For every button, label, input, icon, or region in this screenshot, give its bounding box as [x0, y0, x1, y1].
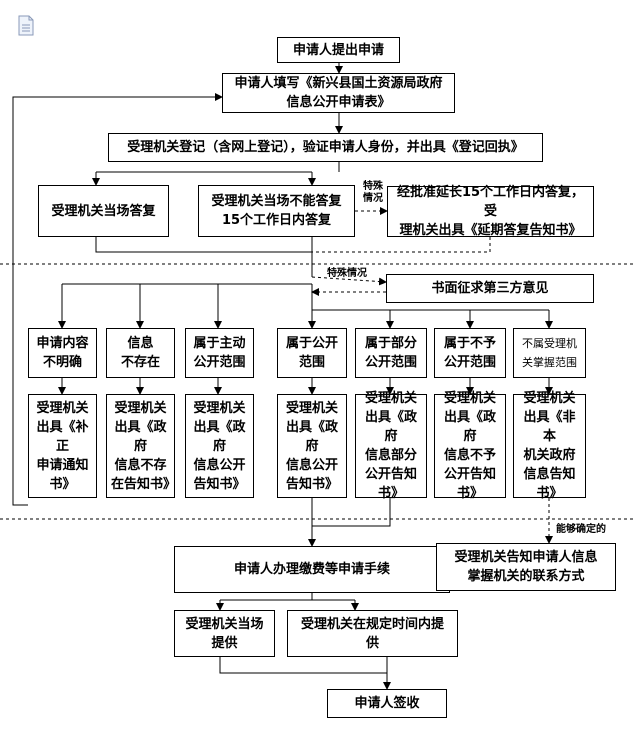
box-cat-unclear: 申请内容 不明确: [28, 328, 97, 378]
box-res-not-exist: 受理机关 出具《政府 信息不存 在告知书》: [106, 394, 176, 498]
box-res-not-open: 受理机关 出具《政府 信息不予 公开告知 书》: [434, 391, 506, 501]
box-cat-out-scope: 不属受理机 关掌握范围: [513, 328, 586, 378]
wire-partial-fee: [312, 498, 391, 527]
note-special-1: 特殊 情况: [363, 181, 383, 204]
box-cat-active: 属于主动 公开范围: [185, 328, 254, 378]
box-apply: 申请人提出申请: [277, 37, 400, 63]
box-cannot-onsite: 受理机关当场不能答复 15个工作日内答复: [198, 185, 355, 237]
box-fill-form: 申请人填写《新兴县国土资源局政府 信息公开申请表》: [222, 73, 455, 113]
box-cat-not-exist: 信息 不存在: [106, 328, 175, 378]
box-inform-contact: 受理机关告知申请人信息 掌握机关的联系方式: [436, 543, 616, 591]
box-provide-timely: 受理机关在规定时间内提 供: [287, 610, 458, 657]
box-cat-partial: 属于部分 公开范围: [355, 328, 427, 378]
note-special-2: 特殊情况: [327, 268, 367, 279]
box-extend: 经批准延长15个工作日内答复，受 理机关出具《延期答复告知书》: [387, 185, 594, 238]
box-sign: 申请人签收: [327, 689, 447, 718]
wire-extend-back: [312, 237, 491, 253]
document-icon: [18, 15, 34, 36]
box-third-party: 书面征求第三方意见: [386, 274, 594, 303]
box-res-open: 受理机关 出具《政府 信息公开 告知书》: [277, 394, 347, 498]
arrow-loop-back: [12, 93, 223, 506]
box-res-partial: 受理机关 出具《政府 信息部分 公开告知 书》: [355, 391, 427, 501]
box-register: 受理机关登记（含网上登记），验证申请人身份，并出具《登记回执》: [108, 133, 543, 162]
box-fee: 申请人办理缴费等申请手续: [174, 546, 450, 593]
box-res-active: 受理机关 出具《政府 信息公开 告知书》: [185, 394, 254, 498]
note-can-determine: 能够确定的: [556, 524, 606, 535]
box-res-unclear: 受理机关 出具《补正 申请通知 书》: [28, 394, 97, 498]
wire-onsite-merge: [95, 237, 312, 253]
box-res-out-scope: 受理机关 出具《非本 机关政府 信息告知 书》: [513, 391, 586, 501]
box-provide-onsite: 受理机关当场 提供: [174, 610, 275, 657]
box-reply-onsite: 受理机关当场答复: [38, 185, 169, 237]
box-cat-not-open: 属于不予 公开范围: [434, 328, 506, 378]
box-cat-open: 属于公开 范围: [277, 328, 347, 378]
wire-onsite-sign: [219, 657, 387, 674]
arrow-to-third-party: [311, 276, 387, 286]
